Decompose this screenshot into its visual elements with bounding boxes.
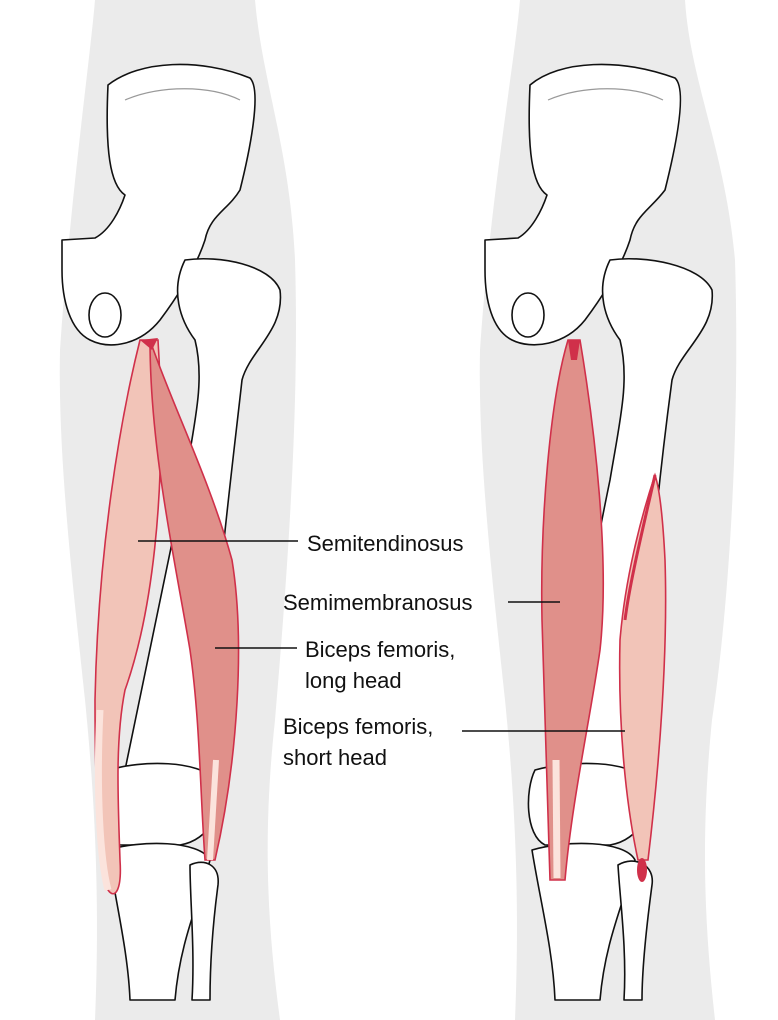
label-biceps-femoris-short-head: Biceps femoris, short head bbox=[283, 711, 433, 773]
label-semitendinosus: Semitendinosus bbox=[307, 531, 464, 556]
left-obturator-foramen bbox=[88, 292, 122, 338]
left-semitendinosus bbox=[94, 339, 162, 895]
left-pelvis bbox=[61, 63, 256, 346]
right-tibia bbox=[531, 842, 636, 1001]
right-leg bbox=[479, 0, 737, 1020]
left-biceps-long-head bbox=[149, 339, 240, 861]
right-biceps-short-head bbox=[618, 472, 667, 861]
label-line-1: Biceps femoris, bbox=[305, 637, 456, 662]
right-fibula bbox=[617, 860, 653, 1001]
label-line-2: short head bbox=[283, 745, 387, 770]
left-fibula bbox=[189, 861, 219, 1001]
right-pelvis bbox=[484, 63, 682, 346]
label-line-2: long head bbox=[305, 668, 402, 693]
label-line-1: Biceps femoris, bbox=[283, 714, 434, 739]
right-obturator-foramen bbox=[511, 292, 545, 338]
right-semimembranosus bbox=[540, 339, 605, 881]
label-semimembranosus: Semimembranosus bbox=[283, 590, 473, 615]
label-biceps-femoris-long-head: Biceps femoris, long head bbox=[305, 634, 455, 696]
left-tibia bbox=[107, 842, 211, 1001]
left-leg bbox=[59, 0, 296, 1020]
